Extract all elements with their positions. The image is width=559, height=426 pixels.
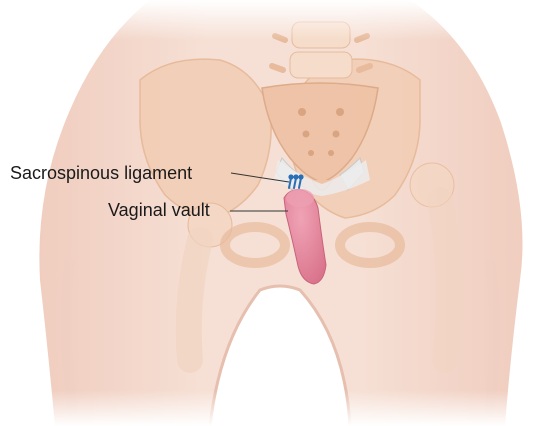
- sacrospinous-ligament-label: Sacrospinous ligament: [10, 163, 192, 183]
- vaginal-vault-label: Vaginal vault: [108, 200, 210, 220]
